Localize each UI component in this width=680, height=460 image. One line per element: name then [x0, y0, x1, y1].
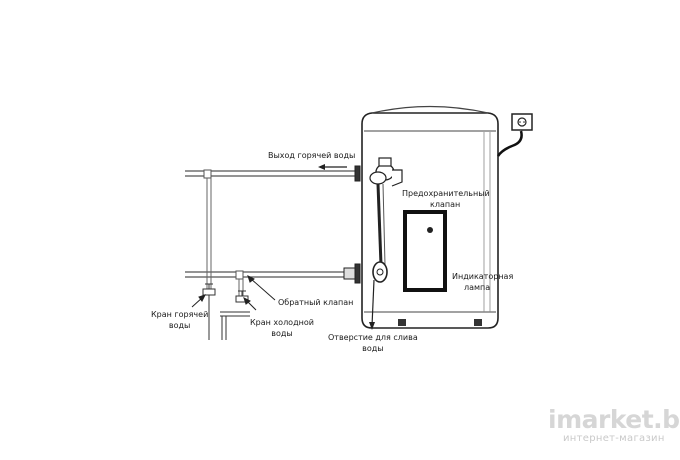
- indicator-window: [403, 210, 447, 292]
- safety-valve-label-line1: Предохранительный: [402, 189, 490, 198]
- cold-water-riser: [238, 279, 244, 297]
- hot-water-flow-arrow: [318, 164, 347, 170]
- safety-valve: [369, 157, 403, 283]
- hot-water-pipe: [185, 169, 357, 179]
- power-socket: [496, 113, 533, 157]
- hot-tap-label: Кран горячей воды: [151, 309, 208, 331]
- cold-tap-label: Кран холодной воды: [250, 317, 314, 339]
- hot-tap-label-line1: Кран горячей: [151, 310, 209, 319]
- indicator-lamp-label-line2: лампа: [464, 283, 491, 292]
- safety-valve-label: Предохранительный клапан: [402, 188, 490, 210]
- hot-outlet-fitting: [354, 165, 361, 182]
- cold-tap-label-line2: воды: [271, 329, 293, 338]
- drain-hole-label-line2: воды: [362, 344, 384, 353]
- indicator-lamp-dot: [427, 227, 433, 233]
- check-valve: [343, 263, 361, 284]
- drain-hole-label: Отверстие для слива воды: [328, 332, 418, 354]
- drain-hole-label-line1: Отверстие для слива: [328, 333, 418, 342]
- indicator-lamp-label-line1: Индикаторная: [452, 272, 514, 281]
- hot-tap-label-line2: воды: [168, 321, 191, 330]
- cold-water-tap: [220, 290, 250, 340]
- hot-water-outlet-label: Выход горячей воды: [268, 151, 356, 160]
- drain-arrow: [369, 279, 375, 330]
- hot-water-tap: [202, 283, 216, 340]
- watermark-tagline: интернет-магазин: [563, 433, 665, 444]
- watermark-brand: imarket.by: [548, 405, 680, 434]
- indicator-lamp-label: Индикаторная лампа: [452, 271, 513, 293]
- hot-tap-riser: [206, 178, 212, 290]
- cold-tap-label-line1: Кран холодной: [250, 318, 314, 327]
- cold-water-pipe: [185, 270, 350, 280]
- safety-valve-label-line2: клапан: [430, 200, 461, 209]
- check-valve-label: Обратный клапан: [278, 298, 354, 307]
